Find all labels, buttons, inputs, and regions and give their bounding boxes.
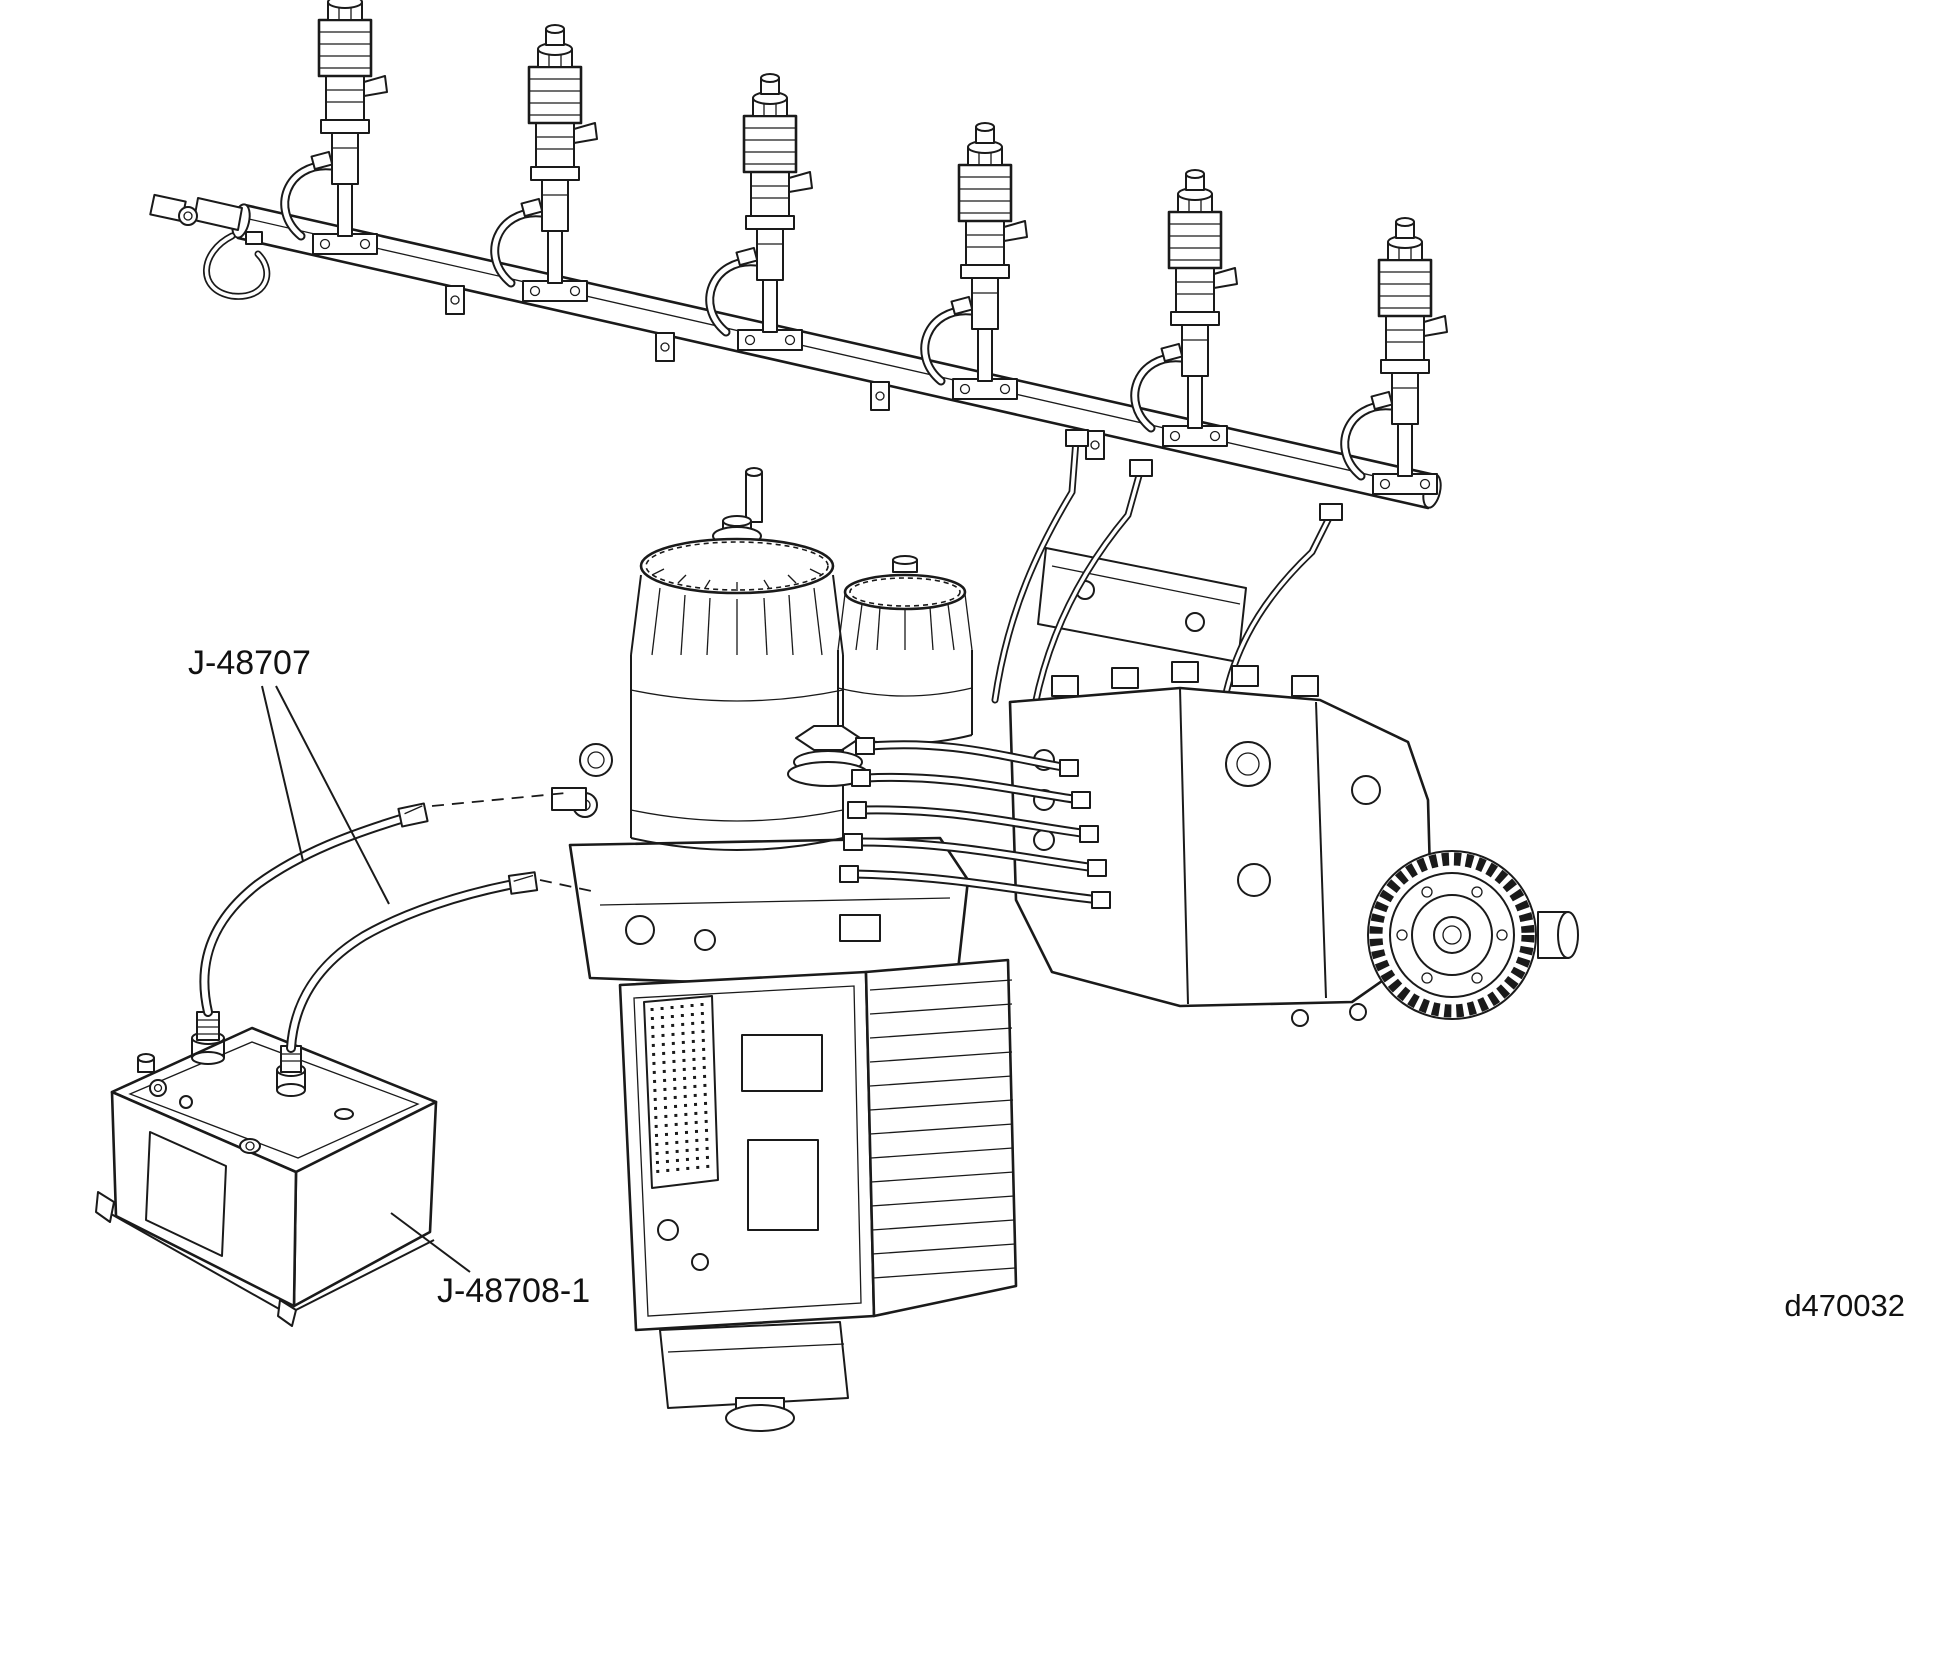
reservoir-label-plate [145,1131,227,1257]
side-ports [551,743,613,818]
callout-j48707: J-48707 [188,644,390,905]
test-hose-a [199,802,429,1017]
high-pressure-pump [1008,661,1434,1027]
module-foot [659,1321,849,1409]
label-j48707: J-48707 [188,644,311,682]
fuel-injector-6 [1345,218,1447,494]
supply-hoses [839,737,1111,909]
callout-j48708-1: J-48708-1 [390,1212,590,1310]
hose-connection-dashes [431,792,597,893]
fuel-injector-5 [1135,170,1237,446]
rail-pressure-sensor [149,193,271,300]
test-hose-b [286,871,539,1053]
label-j48708-1: J-48708-1 [437,1272,590,1310]
drawing-number: d470032 [1784,1288,1905,1323]
pump-drive-gear [1367,850,1579,1020]
fuel-filter-main [630,467,844,851]
leader-j48707-a [261,685,304,862]
fuel-injector-1 [285,0,387,254]
test-reservoir [95,1011,438,1327]
reservoir-port-b [276,1045,306,1097]
rail-hanger-tabs [445,285,1105,460]
pump-inlet-fitting [551,787,587,811]
fuel-injector-4 [925,123,1027,399]
hex-plug [787,725,869,787]
fuel-filter-secondary [837,555,973,745]
leader-j48707-b [275,685,390,905]
fuel-injector-3 [710,74,812,350]
reservoir-port-a [191,1011,225,1065]
mounting-bracket [1037,547,1247,663]
pump-manifold [568,836,970,987]
ribbed-module [864,958,1018,1318]
fuel-injector-2 [495,25,597,301]
leader-j48708-1 [390,1212,471,1273]
ecm-module [618,970,876,1432]
